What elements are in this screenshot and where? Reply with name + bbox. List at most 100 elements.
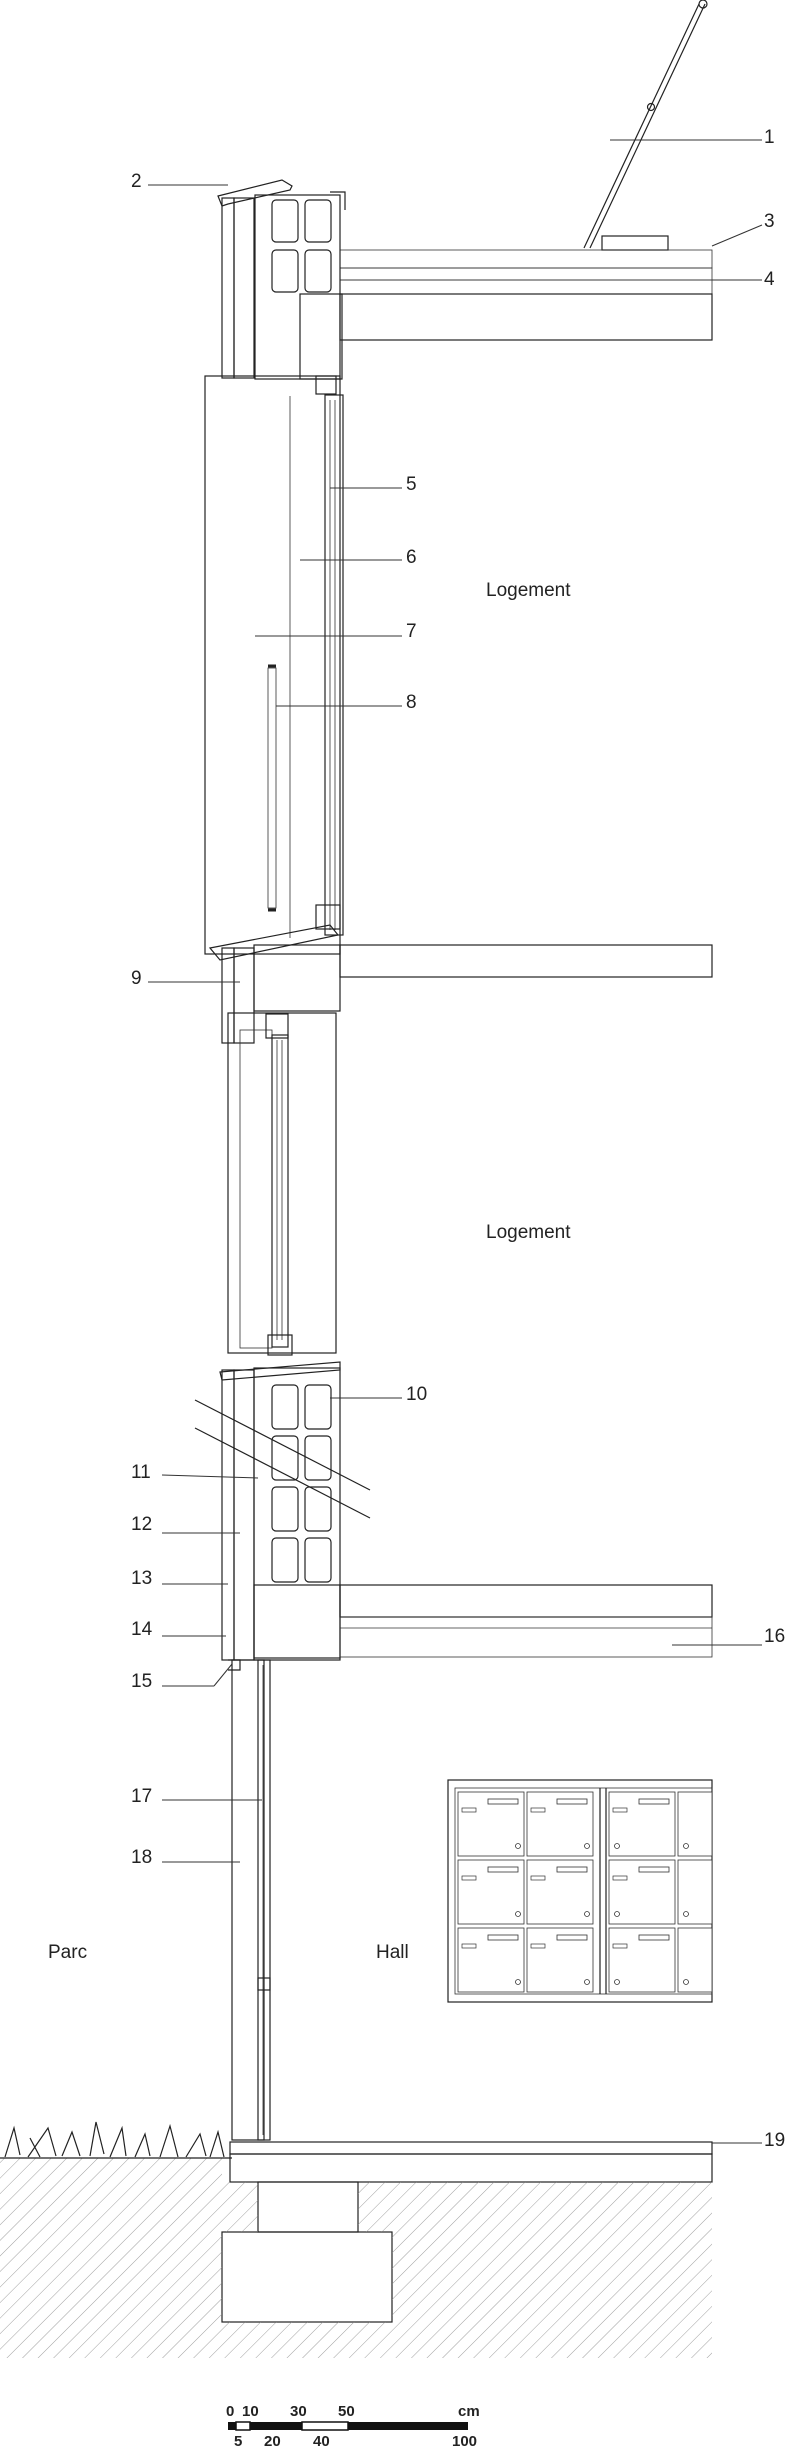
scale-segment (348, 2422, 468, 2430)
reveal-lining (239, 1029, 273, 1349)
roof-beam (299, 293, 343, 380)
ground-soil (222, 2182, 258, 2232)
window-frame (271, 1034, 289, 1348)
scale-segment (235, 2421, 251, 2431)
callout-9: 9 (131, 968, 142, 989)
mailbox-nameplate (530, 1807, 546, 1813)
callout-19: 19 (764, 2130, 785, 2151)
mailbox-lock (614, 1979, 620, 1985)
guardrail-top-knob (698, 0, 708, 9)
brick-void (271, 1435, 299, 1481)
facade-insulation (233, 197, 255, 379)
scale-bar: 0 10 30 50 cm 5 20 40 100 (226, 2403, 480, 2449)
scale-tick-30: 30 (290, 2403, 307, 2420)
mailbox-lock (683, 1979, 689, 1985)
callout-17: 17 (131, 1786, 152, 1807)
room-label-upper: Logement (486, 580, 571, 601)
parapet-wall (254, 194, 341, 380)
brick-voids (271, 1384, 332, 1583)
mailbox-compartment (526, 1859, 594, 1925)
mailbox-compartment (457, 1927, 525, 1993)
mailbox-compartment (526, 1791, 594, 1857)
roof-assembly (217, 0, 713, 380)
mailbox-lock (584, 1979, 590, 1985)
brick-void (304, 1537, 332, 1583)
mailbox-lock (584, 1911, 590, 1917)
callout-10: 10 (406, 1384, 427, 1405)
brick-void (304, 249, 332, 293)
mailbox-nameplate (461, 1875, 477, 1881)
scale-tick-40: 40 (313, 2433, 330, 2449)
facade-insulation (233, 1369, 255, 1661)
callout-6: 6 (406, 547, 417, 568)
first-floor-assembly (194, 1361, 713, 1671)
scale-unit: cm (458, 2403, 480, 2420)
mailbox-slot (487, 1934, 519, 1941)
suspended-ceiling (339, 1616, 713, 1658)
window-sill-frame (315, 904, 341, 930)
ground-floor-finish (229, 2141, 713, 2155)
mailbox-lock (683, 1843, 689, 1849)
window-sill-frame (267, 1334, 293, 1356)
callout-5: 5 (406, 474, 417, 495)
brick-void (271, 249, 299, 293)
masonry-wall (253, 1367, 341, 1659)
room-label-hall: Hall (376, 1942, 409, 1963)
middle-window (227, 1012, 337, 1356)
scale-tick-0: 0 (226, 2403, 234, 2420)
entrance-frame (231, 1659, 265, 2141)
mailbox-compartment (677, 1791, 713, 1857)
leader-15 (213, 1663, 233, 1687)
brick-void (271, 1384, 299, 1430)
brick-void (304, 199, 332, 243)
ground-soil (358, 2182, 392, 2232)
mailbox-compartment (457, 1791, 525, 1857)
facade-insulation (233, 947, 255, 1044)
brick-void (304, 1435, 332, 1481)
foundation-wall (257, 2181, 359, 2233)
mailbox-lock (614, 1843, 620, 1849)
mailbox-compartment (526, 1927, 594, 1993)
scale-tick-100: 100 (452, 2433, 477, 2449)
mailbox-slot (556, 1934, 588, 1941)
section-break-line (194, 1427, 371, 1519)
roof-insulation (339, 279, 713, 295)
brick-void (304, 1486, 332, 1532)
roof-slab (339, 293, 713, 341)
facade-cladding (221, 197, 235, 379)
mailbox-nameplate (461, 1807, 477, 1813)
mailbox-compartment (677, 1859, 713, 1925)
coping-inner-edge (330, 191, 346, 210)
mailbox-compartment (677, 1927, 713, 1993)
mailbox-slot (638, 1798, 670, 1805)
ground-soil (222, 2322, 392, 2358)
mailbox-compartment (608, 1859, 676, 1925)
callout-2: 2 (131, 171, 142, 192)
blind-rail (267, 667, 277, 909)
callout-12: 12 (131, 1514, 152, 1535)
brick-void (304, 1384, 332, 1430)
callout-15: 15 (131, 1671, 152, 1692)
mailbox-nameplate (612, 1943, 628, 1949)
callout-18: 18 (131, 1847, 152, 1868)
guardrail-bar-edge (583, 3, 700, 249)
mailbox-unit (447, 1779, 713, 2003)
ground-soil (0, 2158, 222, 2358)
drip-edge (228, 1659, 241, 1671)
callout-16: 16 (764, 1626, 785, 1647)
guardrail-bar (589, 3, 706, 249)
room-labels: Logement Logement Parc Hall (48, 580, 571, 1963)
scale-tick-10: 10 (242, 2403, 259, 2420)
mailbox-slot (487, 1866, 519, 1873)
foundation-footing (221, 2231, 393, 2323)
mailbox-nameplate (530, 1943, 546, 1949)
facade-cladding (221, 1369, 235, 1661)
window-frame (324, 394, 344, 936)
floor-slab (339, 1584, 713, 1618)
window-head (265, 1013, 289, 1039)
room-label-parc: Parc (48, 1942, 87, 1963)
section-break-line (194, 1399, 371, 1491)
callout-3: 3 (764, 211, 775, 232)
mailbox-lock (515, 1979, 521, 1985)
